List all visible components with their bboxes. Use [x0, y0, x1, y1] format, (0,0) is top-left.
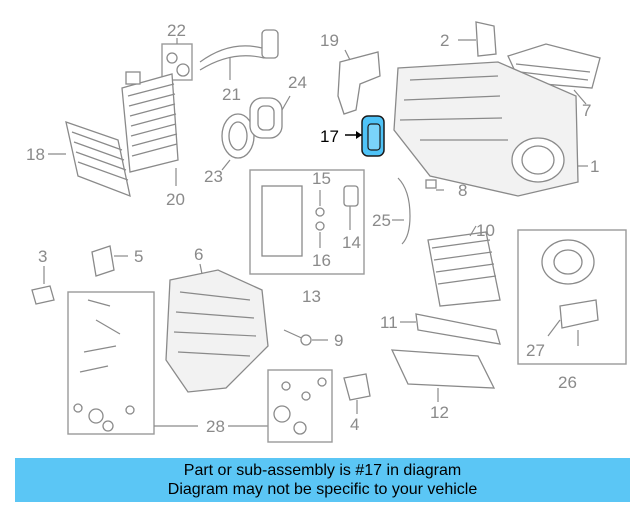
- footer-line-1: Part or sub-assembly is #17 in diagram: [183, 462, 462, 479]
- part-11-bracket: [400, 313, 501, 345]
- callout-2: 2: [440, 31, 449, 50]
- callout-4: 4: [350, 415, 359, 434]
- callout-1: 1: [590, 157, 599, 176]
- part-23-gasket: [221, 113, 255, 171]
- part-26-blower-box: [517, 229, 627, 365]
- part-3-clip: [31, 266, 55, 305]
- callout-11: 11: [380, 313, 398, 332]
- part-28-linkage-box: [67, 291, 155, 435]
- part-1-hvac-housing: [393, 61, 588, 197]
- callout-10: 10: [476, 221, 495, 240]
- part-13-box: [249, 169, 365, 275]
- part-10-cabin-filter: [427, 225, 501, 307]
- callout-5: 5: [134, 247, 143, 266]
- callout-24: 24: [288, 73, 307, 92]
- callout-26: 26: [558, 373, 577, 392]
- part-20-heater-core: [121, 71, 179, 186]
- part-28-small-parts-box: [267, 369, 333, 443]
- callout-25: 25: [372, 211, 391, 230]
- footer-banner: Part or sub-assembly is #17 in diagram D…: [15, 458, 630, 502]
- exploded-parts-diagram: 22 21 20 18 23: [26, 21, 627, 443]
- part-21-pipe: [199, 29, 279, 80]
- callout-28: 28: [206, 417, 225, 436]
- callout-12: 12: [430, 403, 449, 422]
- callout-27: 27: [526, 341, 545, 360]
- callout-14: 14: [342, 233, 361, 252]
- callout-22: 22: [167, 21, 186, 40]
- part-18-evaporator: [48, 121, 131, 198]
- callout-21: 21: [222, 85, 241, 104]
- part-2-bracket: [458, 21, 497, 57]
- part-9-stud: [283, 329, 328, 346]
- part-6-lower-housing: [165, 263, 269, 393]
- callout-3: 3: [38, 247, 47, 266]
- callout-17: 17: [320, 127, 339, 146]
- callout-13: 13: [302, 287, 321, 306]
- callout-20: 20: [166, 190, 185, 209]
- callout-16: 16: [312, 251, 331, 270]
- callout-6: 6: [194, 245, 203, 264]
- callout-15: 15: [312, 169, 331, 188]
- callout-9: 9: [334, 331, 343, 350]
- part-4-actuator: [343, 373, 371, 414]
- callout-8: 8: [458, 181, 467, 200]
- part-8-bolt: [425, 179, 444, 191]
- callout-23: 23: [204, 167, 223, 186]
- part-19-bracket: [337, 49, 381, 115]
- callout-19: 19: [320, 31, 339, 50]
- part-22-orings: [161, 38, 193, 81]
- callout-7: 7: [582, 101, 591, 120]
- part-24-seal: [249, 95, 291, 139]
- part-12-cover: [390, 349, 496, 402]
- footer-line-2: Diagram may not be specific to your vehi…: [167, 481, 478, 498]
- part-5-sensor: [91, 245, 128, 277]
- part-25-hose: [392, 177, 411, 245]
- part-17-actuator-highlighted: [345, 115, 385, 157]
- callout-18: 18: [26, 145, 45, 164]
